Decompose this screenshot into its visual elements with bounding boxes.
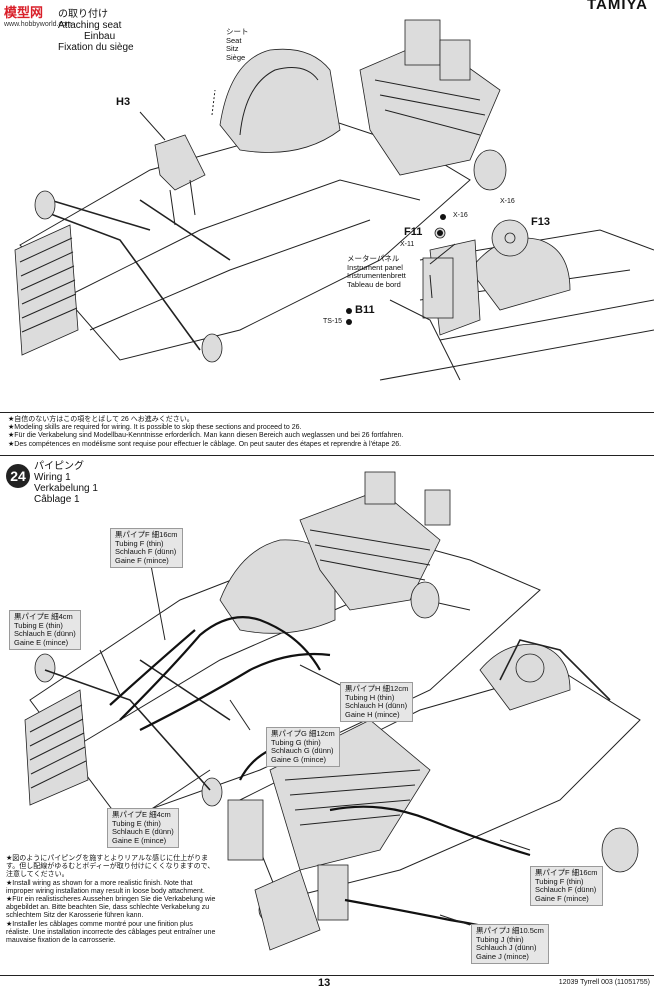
wiring-note-en: ★Install wiring as shown for a more real… <box>6 879 205 895</box>
label-de: Schlauch F (dünn) <box>115 547 177 557</box>
tubing-h-label: 黒パイプH 細12cm Tubing H (thin) Schlauch H (… <box>340 682 414 723</box>
wiring-note-jp: ★図のようにパイピングを施すとよりリアルな感じに仕上がります。但し配線がゆるむと… <box>6 855 215 879</box>
label-en: Tubing E (thin) <box>112 818 161 828</box>
part-x16-label-b: X-16 <box>453 212 468 219</box>
tubing-f-label-right: 黒パイプF 細16cm Tubing F (thin) Schlauch F (… <box>530 866 603 907</box>
footer-divider <box>0 975 654 976</box>
part-x16-label-a: X-16 <box>500 198 515 205</box>
label-de: Schlauch G (dünn) <box>271 746 334 756</box>
label-de: Schlauch F (dünn) <box>535 885 597 895</box>
seat-step-title: の取り付け Attaching seat Einbau Fixation du … <box>58 9 134 53</box>
part-f11-label: F11 <box>404 226 423 238</box>
tubing-f-label-top: 黒パイプF 細16cm Tubing F (thin) Schlauch F (… <box>110 528 183 569</box>
skip-notes: ★自信のない方はこの項をとばして 26 へお進みください。 ★Modeling … <box>8 416 648 449</box>
panel-callout-de: Instrumentenbrett <box>347 271 406 281</box>
wiring-note-de: ★Für ein realistischeres Aussehen bringe… <box>6 896 216 920</box>
seat-callout-de: Sitz <box>226 44 239 54</box>
divider <box>0 412 654 413</box>
tubing-g-label: 黒パイプG 細12cm Tubing G (thin) Schlauch G (… <box>266 727 340 768</box>
wiring-title-de: Verkabelung 1 <box>34 483 98 494</box>
step-number-badge: 24 <box>6 464 30 488</box>
part-x11-label: X-11 <box>400 241 415 248</box>
glue-marker <box>346 308 352 314</box>
seat-assembly-illustration <box>14 19 654 381</box>
wiring-title-jp: パイピング <box>34 461 84 472</box>
seat-callout: シート Seat Sitz Siège <box>226 27 249 62</box>
part-f13-label: F13 <box>531 216 550 228</box>
label-en: Tubing G (thin) <box>271 737 321 747</box>
wiring-note-fr: ★Installer les câblages comme montré pou… <box>6 920 216 945</box>
tubing-e-label-lower: 黒パイプE 細4cm Tubing E (thin) Schlauch E (d… <box>107 808 179 849</box>
label-de: Schlauch J (dünn) <box>476 943 537 953</box>
label-fr: Gaine F (mince) <box>115 555 169 565</box>
glue-marker <box>440 214 446 220</box>
label-jp: 黒パイプG 細12cm <box>271 729 335 738</box>
seat-title-en: Attaching seat <box>58 20 122 31</box>
label-fr: Gaine E (mince) <box>112 835 167 845</box>
skip-note-en: ★Modeling skills are required for wiring… <box>8 424 302 432</box>
label-jp: 黒パイプF 細16cm <box>115 530 178 539</box>
label-en: Tubing E (thin) <box>14 620 63 630</box>
brand-logo: TAMIYA <box>586 0 648 13</box>
label-jp: 黒パイプF 細16cm <box>535 868 598 877</box>
page-number: 13 <box>318 977 331 989</box>
footer-product-id: 12039 Tyrrell 003 (11051755) <box>558 979 650 986</box>
panel-callout-en: Instrument panel <box>347 262 403 272</box>
label-en: Tubing F (thin) <box>115 538 164 548</box>
skip-note-jp: ★自信のない方はこの項をとばして 26 へお進みください。 <box>8 416 194 423</box>
tubing-j-label: 黒パイプJ 細10.5cm Tubing J (thin) Schlauch J… <box>471 924 549 965</box>
panel-callout-fr: Tableau de bord <box>347 279 401 289</box>
glue-marker <box>437 230 443 236</box>
label-fr: Gaine J (mince) <box>476 951 529 961</box>
skip-note-fr: ★Des compétences en modélisme sont requi… <box>8 440 402 448</box>
seat-title-fr: Fixation du siège <box>58 42 134 53</box>
label-en: Tubing H (thin) <box>345 692 395 702</box>
seat-callout-fr: Siège <box>226 52 246 62</box>
label-en: Tubing F (thin) <box>535 876 584 886</box>
part-h3-label: H3 <box>116 96 131 108</box>
seat-title-jp: の取り付け <box>58 9 108 20</box>
instrument-panel-callout: メーターパネル Instrument panel Instrumentenbre… <box>347 254 406 289</box>
label-de: Schlauch E (dünn) <box>112 827 174 837</box>
label-fr: Gaine E (mince) <box>14 637 69 647</box>
label-fr: Gaine F (mince) <box>535 893 589 903</box>
label-en: Tubing J (thin) <box>476 934 524 944</box>
seat-callout-jp: シート <box>226 27 249 36</box>
wiring-step-title: パイピング Wiring 1 Verkabelung 1 Câblage 1 <box>34 461 98 505</box>
skip-note-de: ★Für die Verkabelung sind Modellbau-Kenn… <box>8 432 404 440</box>
divider <box>0 455 654 456</box>
label-jp: 黒パイプH 細12cm <box>345 684 409 693</box>
wiring-title-en: Wiring 1 <box>34 472 71 483</box>
glue-marker <box>346 319 352 325</box>
label-de: Schlauch H (dünn) <box>345 701 408 711</box>
watermark-url: www.hobbyworld.com <box>4 21 72 28</box>
label-fr: Gaine G (mince) <box>271 754 327 764</box>
seat-callout-en: Seat <box>226 35 242 45</box>
panel-callout-jp: メーターパネル <box>347 254 400 263</box>
label-de: Schlauch E (dünn) <box>14 629 76 639</box>
tubing-e-label-left: 黒パイプE 細4cm Tubing E (thin) Schlauch E (d… <box>9 610 81 651</box>
watermark-name: 模型网 <box>4 5 44 20</box>
wiring-title-fr: Câblage 1 <box>34 494 80 505</box>
part-ts15-label: TS-15 <box>323 318 343 325</box>
label-jp: 黒パイプJ 細10.5cm <box>476 926 544 935</box>
label-jp: 黒パイプE 細4cm <box>14 612 73 621</box>
seat-title-de: Einbau <box>84 31 116 42</box>
wiring-notes: ★図のようにパイピングを施すとよりリアルな感じに仕上がります。但し配線がゆるむと… <box>6 855 218 945</box>
watermark-logo: 模型网 www.hobbyworld.com <box>4 2 72 28</box>
part-b11-label: B11 <box>355 304 375 316</box>
label-jp: 黒パイプE 細4cm <box>112 810 171 819</box>
label-fr: Gaine H (mince) <box>345 709 400 719</box>
